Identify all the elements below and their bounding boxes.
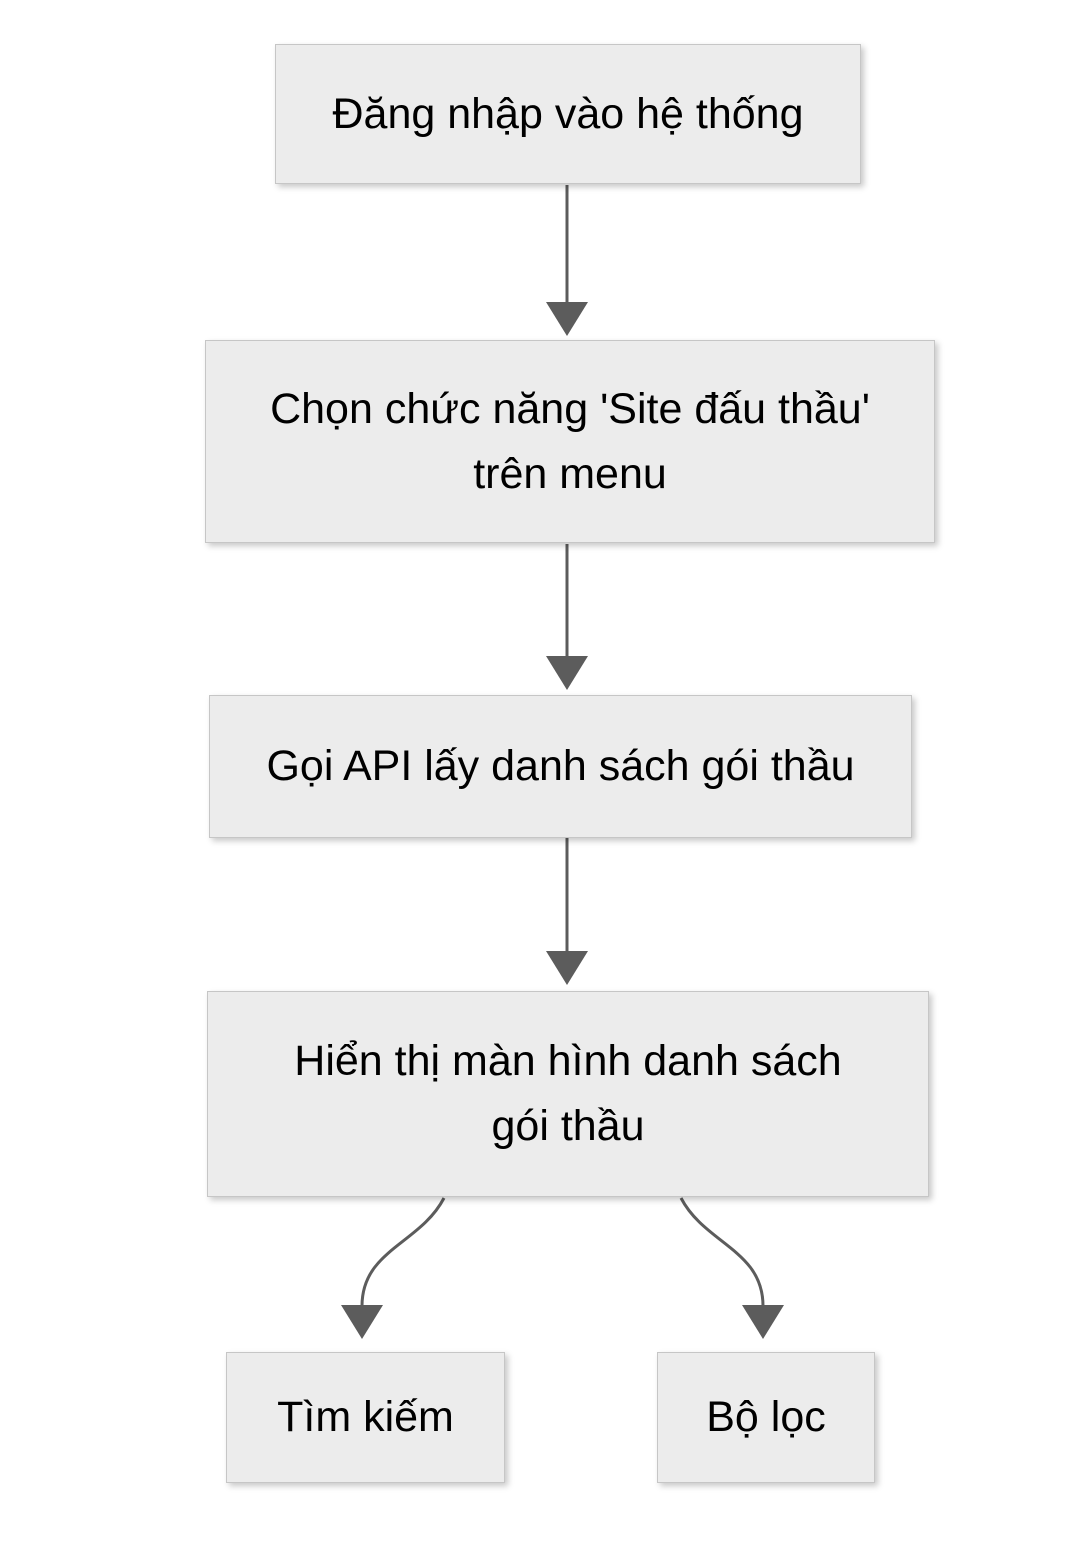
node-filter-label: Bộ lọc: [706, 1393, 826, 1441]
arrowhead-icon: [546, 302, 588, 336]
node-filter: Bộ lọc: [657, 1352, 875, 1483]
node-search: Tìm kiếm: [226, 1352, 505, 1483]
arrowhead-icon: [341, 1305, 383, 1339]
edge-login-to-menu: [546, 185, 588, 336]
arrowhead-icon: [546, 656, 588, 690]
node-call-api: Gọi API lấy danh sách gói thầu: [209, 695, 912, 838]
node-display-list: Hiển thị màn hình danh sách gói thầu: [207, 991, 929, 1197]
node-select-menu: Chọn chức năng 'Site đấu thầu' trên menu: [205, 340, 935, 543]
node-display-list-line-1: Hiển thị màn hình danh sách: [294, 1037, 842, 1085]
edge-display-to-search: [341, 1197, 446, 1339]
arrowhead-icon: [742, 1305, 784, 1339]
edge-api-to-display: [546, 838, 588, 985]
node-call-api-label: Gọi API lấy danh sách gói thầu: [266, 742, 855, 790]
node-display-list-line-2: gói thầu: [491, 1102, 645, 1150]
edge-display-to-filter: [679, 1197, 784, 1339]
node-login: Đăng nhập vào hệ thống: [275, 44, 861, 184]
node-search-label: Tìm kiếm: [277, 1393, 454, 1441]
edge-menu-to-api: [546, 544, 588, 690]
arrowhead-icon: [546, 951, 588, 985]
node-select-menu-line-1: Chọn chức năng 'Site đấu thầu': [270, 384, 870, 433]
node-login-label: Đăng nhập vào hệ thống: [332, 89, 804, 138]
node-select-menu-line-2: trên menu: [473, 449, 667, 498]
